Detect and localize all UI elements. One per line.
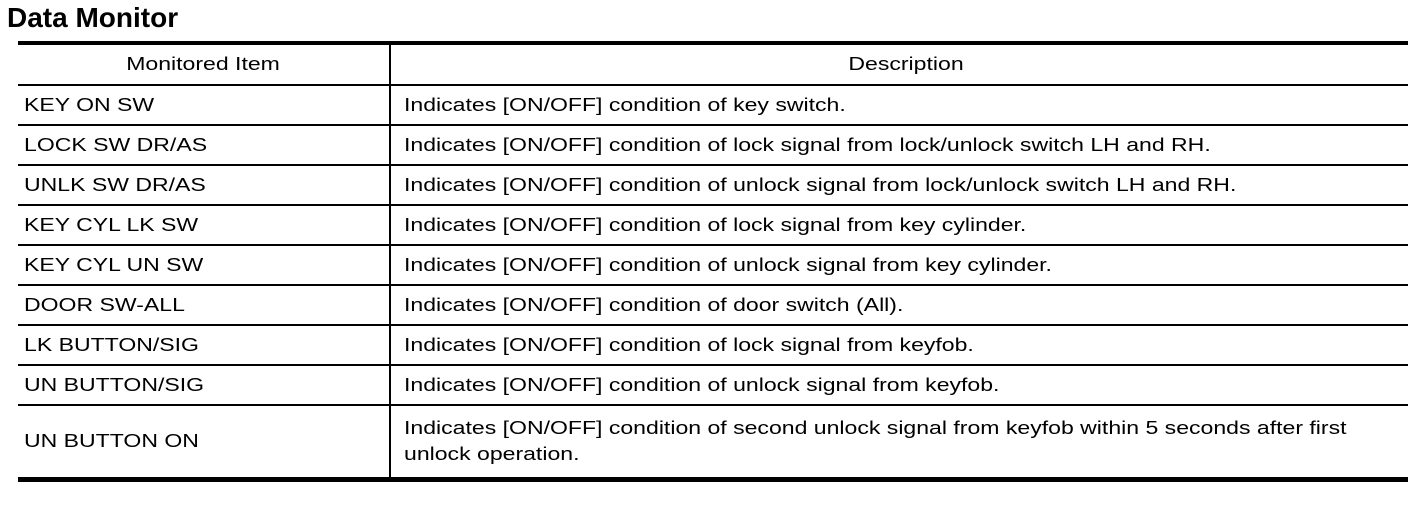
description-header: Description (389, 43, 1408, 86)
table-row: UNLK SW DR/AS Indicates [ON/OFF] conditi… (18, 165, 1408, 206)
description-cell: Indicates [ON/OFF] condition of lock sig… (389, 325, 1408, 366)
table-row: LK BUTTON/SIG Indicates [ON/OFF] conditi… (18, 325, 1408, 366)
page-title: Data Monitor (7, 2, 179, 33)
description-cell: Indicates [ON/OFF] condition of second u… (389, 405, 1408, 480)
table-row: KEY CYL LK SW Indicates [ON/OFF] conditi… (18, 205, 1408, 246)
description-cell: Indicates [ON/OFF] condition of unlock s… (389, 165, 1408, 206)
table-row: KEY CYL UN SW Indicates [ON/OFF] conditi… (18, 245, 1408, 286)
monitored-item-cell: KEY ON SW (18, 85, 390, 126)
monitored-item-cell: KEY CYL LK SW (18, 205, 390, 246)
monitored-item-cell: UN BUTTON/SIG (18, 365, 390, 406)
data-monitor-table: Monitored Item Description KEY ON SW Ind… (18, 41, 1408, 482)
description-cell: Indicates [ON/OFF] condition of door swi… (389, 285, 1408, 326)
table-row: DOOR SW-ALL Indicates [ON/OFF] condition… (18, 285, 1408, 326)
description-cell: Indicates [ON/OFF] condition of lock sig… (389, 205, 1408, 246)
monitored-item-header-label: Monitored Item (126, 54, 281, 74)
description-cell: Indicates [ON/OFF] condition of unlock s… (389, 365, 1408, 406)
monitored-item-header: Monitored Item (18, 43, 390, 86)
monitored-item-cell: LK BUTTON/SIG (18, 325, 390, 366)
description-cell: Indicates [ON/OFF] condition of key swit… (389, 85, 1408, 126)
table-row: KEY ON SW Indicates [ON/OFF] condition o… (18, 85, 1408, 126)
description-cell: Indicates [ON/OFF] condition of lock sig… (389, 125, 1408, 166)
table-row: LOCK SW DR/AS Indicates [ON/OFF] conditi… (18, 125, 1408, 166)
monitored-item-cell: UNLK SW DR/AS (18, 165, 390, 206)
monitored-item-cell: KEY CYL UN SW (18, 245, 390, 286)
table-header-row: Monitored Item Description (18, 43, 1408, 86)
table-row: UN BUTTON/SIG Indicates [ON/OFF] conditi… (18, 365, 1408, 406)
monitored-item-cell: UN BUTTON ON (18, 405, 390, 480)
table-row: UN BUTTON ON Indicates [ON/OFF] conditio… (18, 405, 1408, 480)
description-cell: Indicates [ON/OFF] condition of unlock s… (389, 245, 1408, 286)
monitored-item-cell: LOCK SW DR/AS (18, 125, 390, 166)
description-header-label: Description (848, 54, 964, 74)
monitored-item-cell: DOOR SW-ALL (18, 285, 390, 326)
